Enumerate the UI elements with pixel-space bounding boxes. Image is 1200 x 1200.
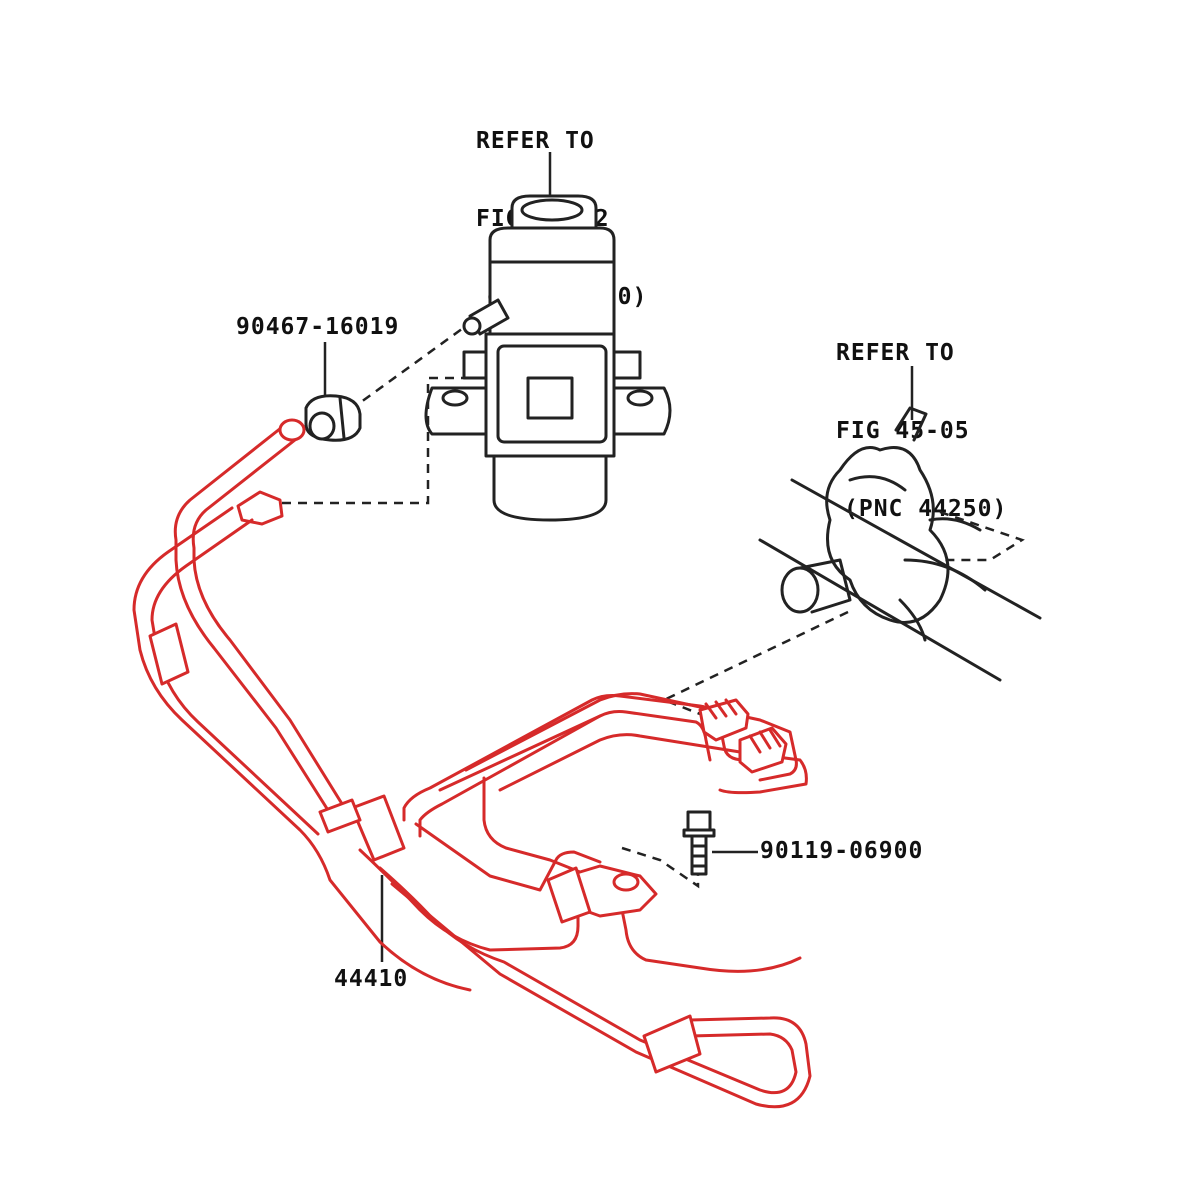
clamp-90467 bbox=[304, 394, 362, 442]
tube-part-number[interactable]: 44410 bbox=[334, 966, 409, 992]
clamp-to-pump-dash bbox=[349, 324, 467, 412]
power-steering-pump bbox=[424, 194, 672, 522]
pump-ref-line1: REFER TO bbox=[476, 128, 595, 154]
fitting-to-pump-dash bbox=[282, 376, 466, 505]
gear-ref-line2: FIG 45-05 bbox=[836, 418, 970, 444]
bolt-90119 bbox=[682, 810, 716, 876]
gear-to-pipe-dash bbox=[660, 610, 849, 716]
gear-ref-line1: REFER TO bbox=[836, 340, 955, 366]
gear-dash-upper bbox=[939, 510, 1025, 562]
steering-gear-housing bbox=[758, 406, 1042, 682]
tube-assembly-44410 bbox=[132, 418, 812, 1109]
clamp-part-number[interactable]: 90467-16019 bbox=[236, 314, 400, 340]
bolt-part-number[interactable]: 90119-06900 bbox=[760, 838, 924, 864]
